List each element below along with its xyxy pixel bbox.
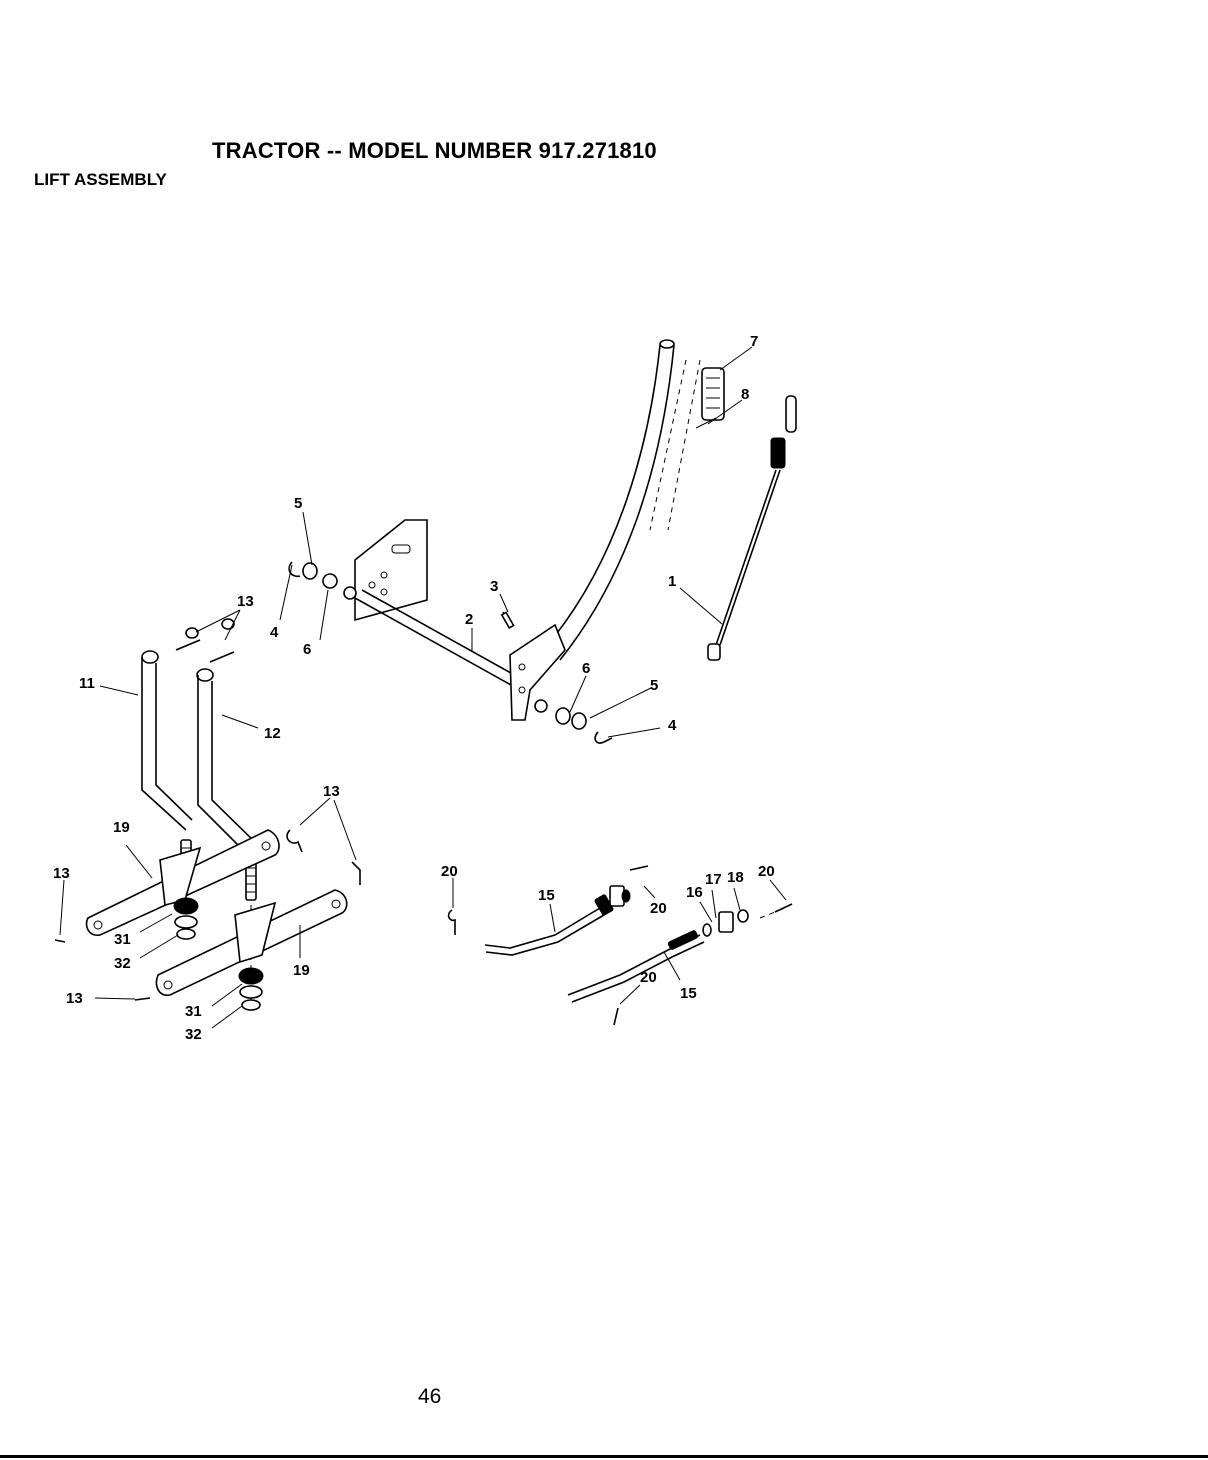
upper-hairpins: [176, 619, 234, 662]
callout-2: 2: [465, 611, 473, 628]
left-shaft-hardware: [289, 562, 356, 599]
callout-13d: 13: [66, 990, 83, 1007]
right-shaft-hardware: [535, 700, 612, 743]
lift-link-rod: [708, 396, 796, 660]
callout-4b: 4: [668, 717, 677, 734]
callout-12: 12: [264, 725, 281, 742]
callout-6b: 6: [582, 660, 590, 677]
callout-3: 3: [490, 578, 498, 595]
callout-5: 5: [294, 495, 302, 512]
spacer-stack-lower: [239, 968, 263, 1010]
callout-15: 15: [538, 887, 555, 904]
callout-1: 1: [668, 573, 676, 590]
callout-20c: 20: [650, 900, 667, 917]
callout-5b: 5: [650, 677, 658, 694]
callout-7: 7: [750, 333, 758, 350]
callout-17: 17: [705, 871, 722, 888]
callout-18: 18: [727, 869, 744, 886]
grip-ghost-outline-2: [668, 360, 700, 530]
mounting-plate: [355, 520, 427, 620]
callout-32b: 32: [185, 1026, 202, 1043]
callout-13: 13: [237, 593, 254, 610]
bottom-rule: [0, 1455, 1208, 1458]
callout-31: 31: [114, 931, 131, 948]
callout-6: 6: [303, 641, 311, 658]
clevis-pin-body: [502, 612, 514, 627]
callout-11: 11: [79, 675, 95, 692]
callout-13b: 13: [323, 783, 340, 800]
callout-32: 32: [114, 955, 131, 972]
callout-19: 19: [113, 819, 130, 836]
leader-lines: [60, 347, 786, 1028]
lift-handle: [545, 340, 674, 660]
callout-31b: 31: [185, 1003, 202, 1020]
spacer-stack-upper: [174, 898, 198, 939]
callout-20d: 20: [640, 969, 657, 986]
adjustment-rod-lower: [568, 910, 748, 1002]
callout-20: 20: [441, 863, 458, 880]
lift-arm-link-11: [142, 651, 192, 880]
callout-16: 16: [686, 884, 703, 901]
callout-15b: 15: [680, 985, 697, 1002]
page-number: 46: [418, 1385, 441, 1409]
handle-grip: [696, 368, 724, 428]
callout-13c: 13: [53, 865, 70, 882]
callout-4: 4: [270, 624, 279, 641]
callout-20b: 20: [758, 863, 775, 880]
adjustment-rod-upper: [485, 886, 630, 955]
callout-19b: 19: [293, 962, 310, 979]
callout-8: 8: [741, 386, 749, 403]
